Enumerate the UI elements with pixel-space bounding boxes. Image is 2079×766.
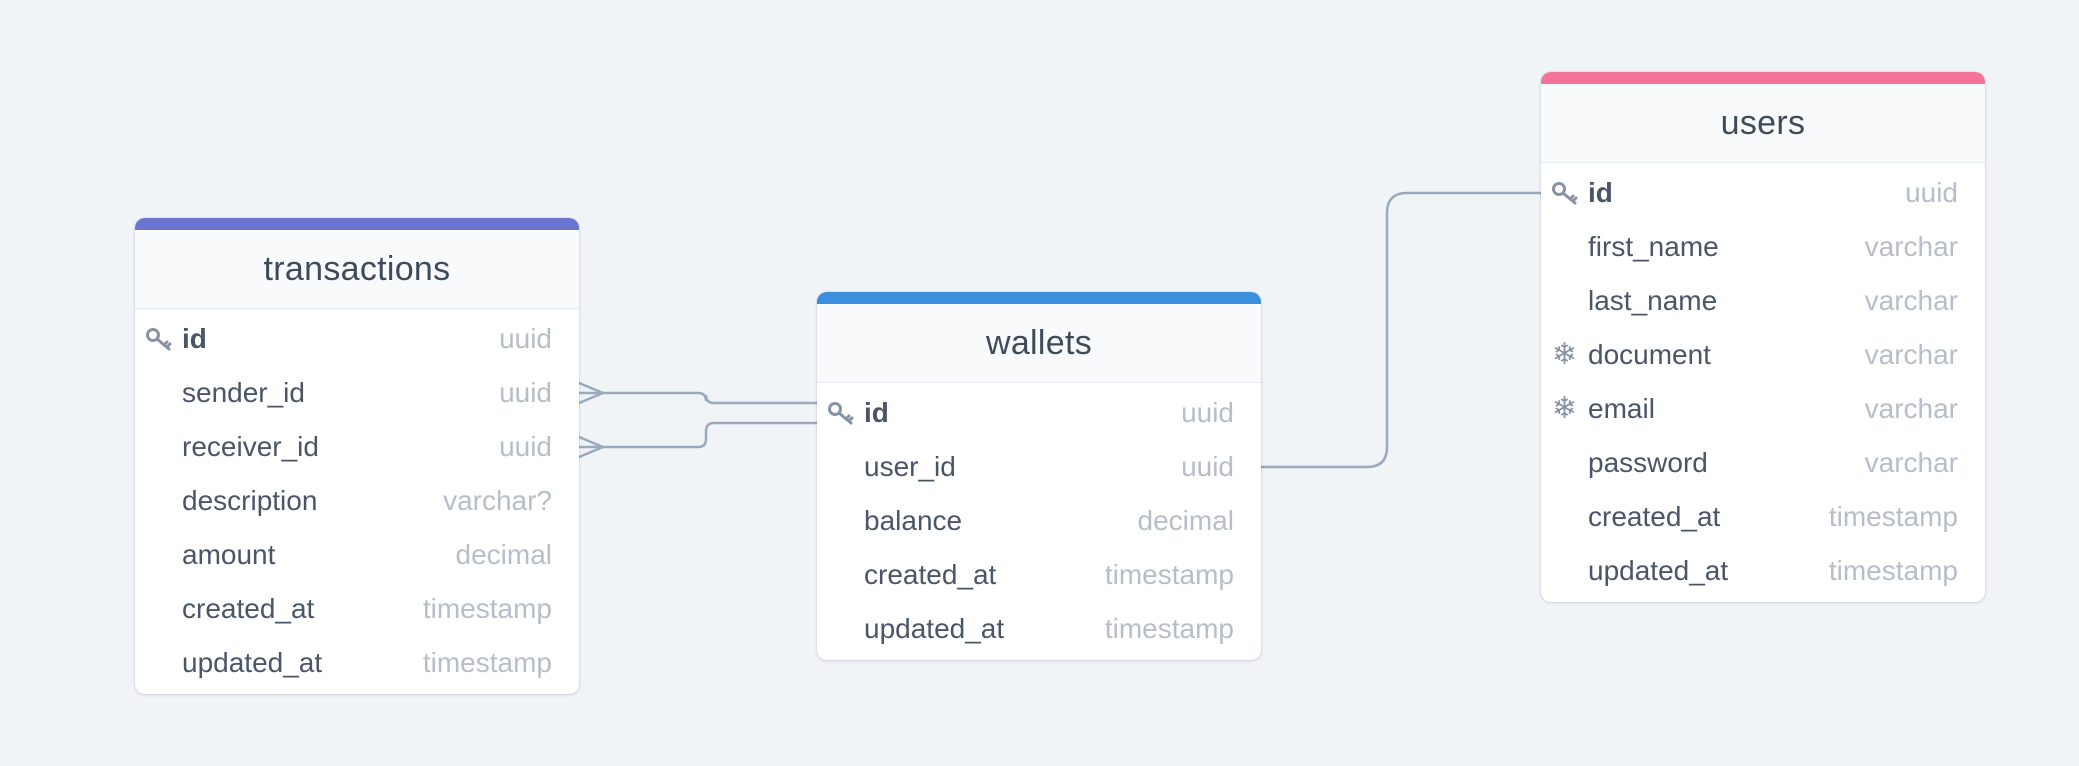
column-name: balance [864, 505, 963, 536]
column-name: last_name [1588, 285, 1718, 316]
column-row-first-name[interactable]: first_name varchar [1541, 220, 1985, 274]
column-type: decimal [455, 539, 552, 570]
table-header-transactions[interactable]: transactions [135, 218, 579, 309]
column-row-amount[interactable]: amount decimal [135, 528, 579, 582]
column-row-document[interactable]: ❄ document varchar [1541, 328, 1985, 382]
column-name: document [1588, 339, 1711, 370]
column-name: first_name [1588, 231, 1719, 262]
column-type: timestamp [1828, 555, 1958, 586]
column-type: varchar [1864, 447, 1958, 478]
column-name: id [1588, 177, 1613, 208]
column-type: varchar [1864, 285, 1958, 316]
column-type: varchar [1864, 231, 1958, 262]
column-name: sender_id [182, 377, 305, 408]
column-name: email [1588, 393, 1655, 424]
column-type: uuid [499, 431, 552, 462]
column-row-id[interactable]: id uuid [135, 312, 579, 366]
column-name: receiver_id [182, 431, 319, 462]
column-row-updated-at[interactable]: updated_at timestamp [817, 602, 1261, 656]
column-list: id uuid user_id uuid balance decimal created_a… [817, 383, 1261, 660]
relation-line [1261, 191, 1541, 469]
column-row-description[interactable]: description varchar? [135, 474, 579, 528]
column-type: uuid [499, 377, 552, 408]
column-type: uuid [1181, 397, 1234, 428]
column-row-id[interactable]: id uuid [817, 386, 1261, 440]
column-row-updated-at[interactable]: updated_at timestamp [135, 636, 579, 690]
table-title: wallets [985, 323, 1093, 362]
column-row-balance[interactable]: balance decimal [817, 494, 1261, 548]
column-name: created_at [182, 593, 315, 624]
column-row-id[interactable]: id uuid [1541, 166, 1985, 220]
column-row-last-name[interactable]: last_name varchar [1541, 274, 1985, 328]
column-name: updated_at [1588, 555, 1729, 586]
column-type: uuid [1181, 451, 1234, 482]
table-wallets[interactable]: wallets id uuid user_id uuid balance decimal c… [817, 292, 1261, 660]
column-row-created-at[interactable]: created_at timestamp [1541, 490, 1985, 544]
column-type: decimal [1137, 505, 1234, 536]
column-type: timestamp [1828, 501, 1958, 532]
key-icon [1541, 180, 1588, 206]
relation-line [579, 421, 817, 449]
relation-line [579, 391, 817, 405]
column-name: created_at [1588, 501, 1721, 532]
column-name: updated_at [182, 647, 323, 678]
column-type: timestamp [422, 593, 552, 624]
column-row-password[interactable]: password varchar [1541, 436, 1985, 490]
key-icon [817, 400, 864, 426]
column-name: created_at [864, 559, 997, 590]
column-name: description [182, 485, 318, 516]
table-title: transactions [263, 249, 451, 288]
column-type: timestamp [1104, 613, 1234, 644]
column-row-receiver-id[interactable]: receiver_id uuid [135, 420, 579, 474]
column-name: id [864, 397, 889, 428]
column-type: varchar [1864, 393, 1958, 424]
key-icon [135, 326, 182, 352]
crows-foot-marker [578, 381, 607, 405]
column-name: password [1588, 447, 1708, 478]
column-type: varchar? [443, 485, 552, 516]
table-title: users [1720, 103, 1806, 142]
unique-snowflake-icon: ❄ [1551, 392, 1578, 425]
column-type: timestamp [422, 647, 552, 678]
unique-snowflake-icon: ❄ [1551, 338, 1578, 371]
crows-foot-marker [578, 435, 607, 459]
column-name: id [182, 323, 207, 354]
column-row-email[interactable]: ❄ email varchar [1541, 382, 1985, 436]
column-row-updated-at[interactable]: updated_at timestamp [1541, 544, 1985, 598]
column-type: uuid [1905, 177, 1958, 208]
column-row-created-at[interactable]: created_at timestamp [135, 582, 579, 636]
column-name: amount [182, 539, 276, 570]
column-row-user-id[interactable]: user_id uuid [817, 440, 1261, 494]
column-type: uuid [499, 323, 552, 354]
table-header-users[interactable]: users [1541, 72, 1985, 163]
column-name: updated_at [864, 613, 1005, 644]
column-type: varchar [1864, 339, 1958, 370]
column-name: user_id [864, 451, 956, 482]
column-row-sender-id[interactable]: sender_id uuid [135, 366, 579, 420]
column-row-created-at[interactable]: created_at timestamp [817, 548, 1261, 602]
table-header-wallets[interactable]: wallets [817, 292, 1261, 383]
column-type: timestamp [1104, 559, 1234, 590]
